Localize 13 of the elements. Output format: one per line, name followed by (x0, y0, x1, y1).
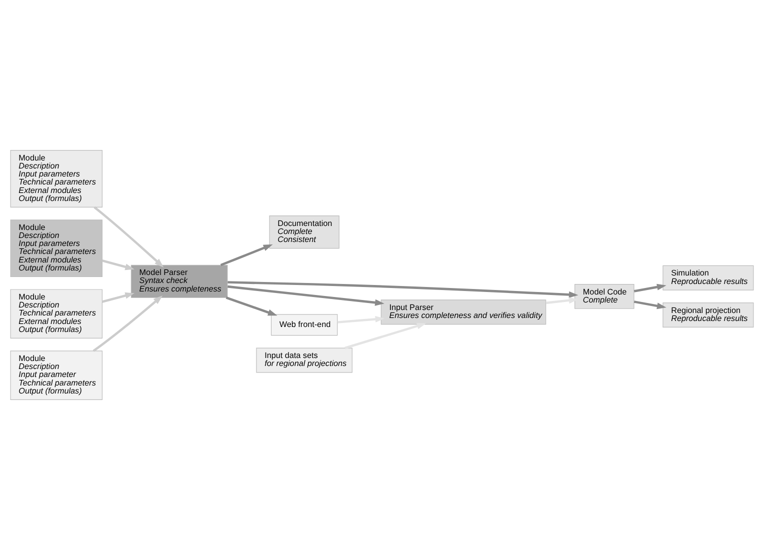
arrow (344, 322, 426, 349)
arrow (220, 244, 273, 266)
arrow (94, 206, 164, 267)
arrow (228, 280, 578, 298)
arrow (92, 294, 163, 352)
arrow (337, 315, 385, 323)
arrow (634, 283, 666, 292)
arrow (546, 296, 578, 304)
arrow (102, 292, 135, 302)
arrow (634, 300, 666, 309)
arrow (226, 296, 278, 316)
arrow (227, 284, 384, 306)
arrow (102, 259, 134, 270)
